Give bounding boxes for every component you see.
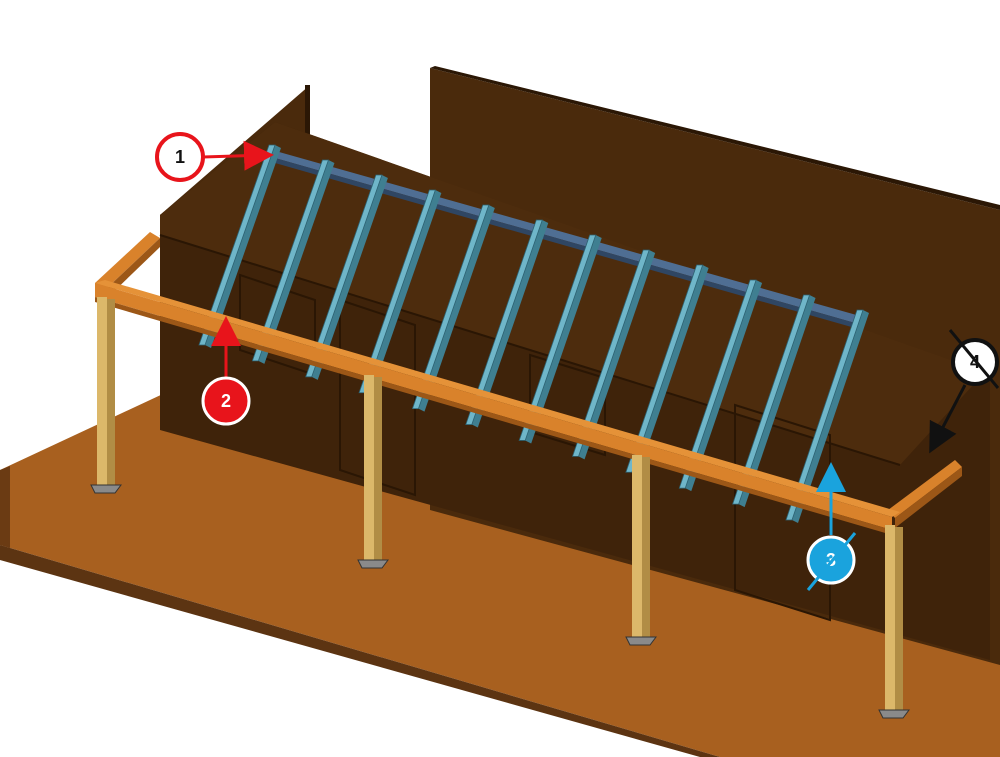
callout-3-strike: [806, 532, 857, 591]
callout-4: 4: [948, 329, 1000, 389]
rafters: [198, 144, 869, 523]
callout-2: 2: [201, 376, 251, 426]
leader-1: [202, 140, 274, 171]
rafter: [678, 279, 763, 492]
callout-1-label: 1: [175, 147, 185, 167]
posts: [90, 297, 910, 719]
rafter: [732, 294, 816, 508]
rafter: [785, 309, 869, 523]
post: [625, 455, 657, 646]
beam-right-return: [888, 460, 962, 528]
rafter: [305, 174, 388, 380]
rafter: [571, 249, 656, 460]
post: [357, 375, 389, 569]
rafter: [251, 159, 335, 364]
callout-2-circle: [201, 376, 251, 426]
callout-1: 1: [155, 132, 205, 182]
callout-2-label: 2: [221, 391, 231, 411]
callout-3: 3: [806, 532, 857, 591]
callout-1-circle: [155, 132, 205, 182]
rafter: [465, 219, 549, 428]
callout-leaders: [202, 140, 967, 535]
post: [878, 525, 910, 719]
rafter: [518, 234, 602, 444]
front-beam: [95, 280, 900, 535]
rafter: [625, 264, 709, 476]
callout-4-strike: [948, 329, 1000, 389]
leader-4: [929, 384, 967, 454]
rafter: [411, 204, 495, 412]
ledger-beam: [272, 150, 862, 330]
post: [90, 297, 122, 494]
